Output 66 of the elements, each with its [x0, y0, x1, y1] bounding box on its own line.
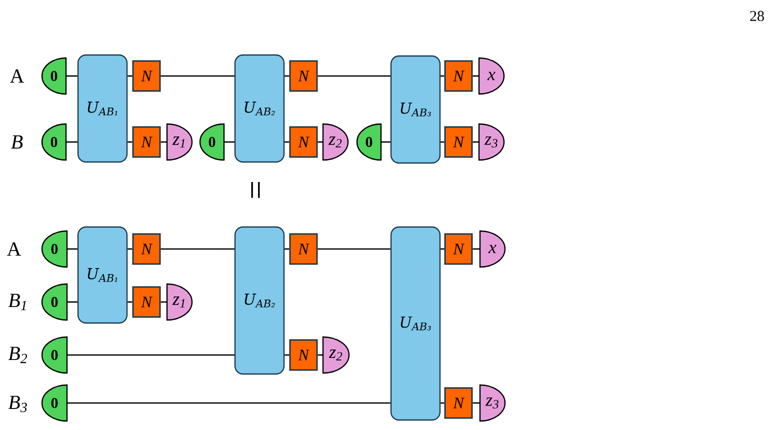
noise-gate: N [132, 60, 161, 92]
wire [128, 75, 132, 77]
wire [318, 354, 323, 356]
noise-gate: N [289, 233, 318, 265]
wire [284, 75, 290, 77]
unitary-gate: U$_{AB₃}$ [390, 55, 441, 164]
wire [67, 402, 390, 404]
noise-gate: N [444, 126, 473, 158]
unitary-gate: U$_{AB₁}$ [77, 226, 128, 324]
state-prep-gate: 0 [41, 57, 67, 95]
wire [66, 75, 78, 77]
unitary-gate: U$_{AB₁}$ [77, 54, 128, 163]
wire [160, 301, 167, 303]
wire [284, 354, 290, 356]
state-prep-gate: 0 [356, 123, 382, 161]
wire [224, 141, 234, 143]
wire [472, 248, 480, 250]
wire [318, 141, 323, 143]
equals-sign: = [251, 182, 260, 198]
wire [284, 248, 290, 250]
wire [160, 75, 234, 77]
noise-gate: N [132, 233, 161, 265]
noise-gate: N [132, 286, 161, 318]
wire [472, 75, 479, 77]
noise-gate: N [444, 387, 473, 419]
state-prep-gate: 0 [41, 230, 68, 268]
wire-label: B$_{1}$ [8, 294, 26, 310]
state-prep-gate: 0 [41, 123, 67, 161]
wire [472, 402, 480, 404]
wire [160, 248, 234, 250]
wire-label: B$_{3}$ [8, 396, 27, 412]
unitary-gate: U$_{AB₃}$ [390, 226, 441, 421]
wire [440, 248, 444, 250]
wire-label: A [6, 242, 22, 256]
noise-gate: N [444, 233, 473, 265]
state-prep-gate: 0 [41, 283, 68, 321]
wire [128, 141, 132, 143]
wire [66, 141, 78, 143]
noise-gate: N [289, 339, 318, 371]
wire [284, 141, 290, 143]
unitary-gate: U$_{AB₂}$ [234, 54, 285, 163]
wire [128, 301, 132, 303]
wire [160, 141, 167, 143]
wire [472, 141, 479, 143]
wire [440, 75, 444, 77]
noise-gate: N [132, 126, 161, 158]
wire-label: A [10, 69, 24, 83]
page-number: 28 [750, 10, 764, 22]
wire [318, 75, 390, 77]
wire [318, 248, 390, 250]
noise-gate: N [289, 126, 318, 158]
state-prep-gate: 0 [199, 123, 225, 161]
wire [381, 141, 390, 143]
state-prep-gate: 0 [41, 336, 68, 374]
wire [67, 301, 78, 303]
unitary-gate: U$_{AB₂}$ [234, 226, 285, 375]
wire [440, 402, 444, 404]
wire [67, 248, 78, 250]
wire [128, 248, 132, 250]
state-prep-gate: 0 [41, 384, 68, 422]
wire [67, 354, 234, 356]
noise-gate: N [289, 60, 318, 92]
wire [440, 141, 444, 143]
wire-label: B$_{2}$ [8, 346, 28, 364]
noise-gate: N [444, 60, 473, 92]
wire-label: B [11, 135, 23, 149]
